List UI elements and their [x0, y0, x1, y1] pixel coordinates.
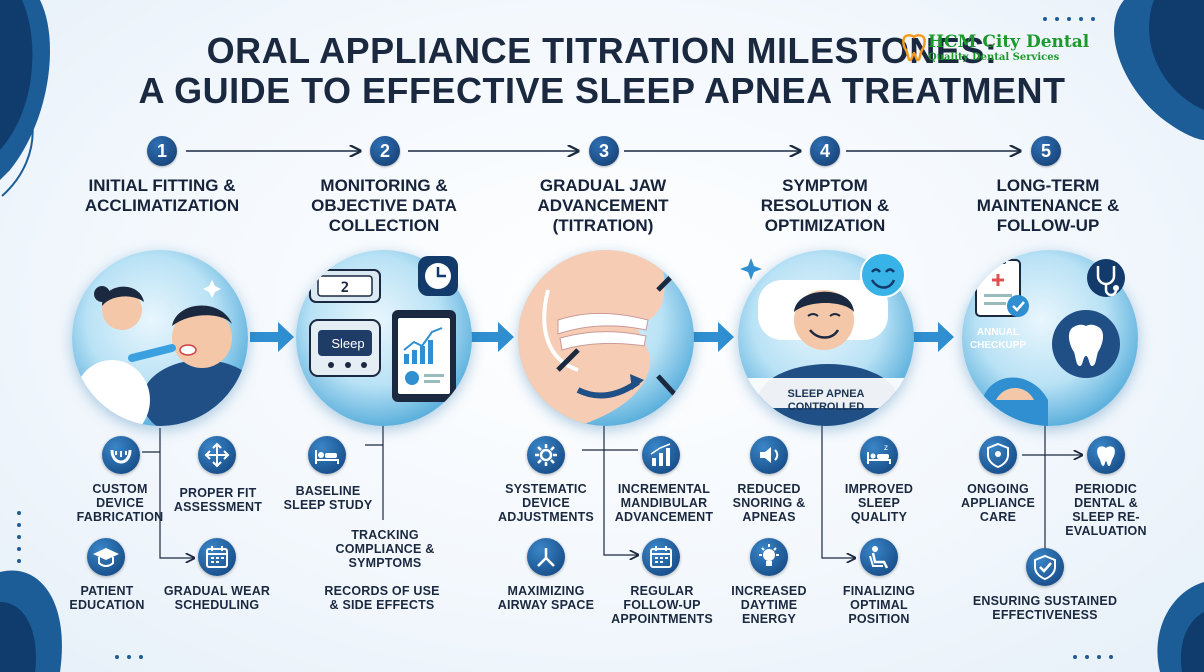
airway-icon	[527, 538, 565, 576]
step5-item-periodic-reevaluation: PERIODIC DENTAL & SLEEP RE-EVALUATION	[1065, 482, 1147, 538]
svg-text:z: z	[884, 443, 888, 452]
speaker-icon	[750, 436, 788, 474]
step5-item-ongoing-care: ONGOING APPLIANCE CARE	[960, 482, 1036, 524]
step5-item-sustained-effectiveness: ENSURING SUSTAINED EFFECTIVENESS	[972, 594, 1118, 622]
smiley-face-icon	[860, 252, 906, 298]
decorative-dots-left	[17, 511, 21, 563]
check-shield-icon	[1026, 548, 1064, 586]
step-title-1: INITIAL FITTING & ACCLIMATIZATION	[84, 176, 240, 215]
step1-item-custom-device: CUSTOM DEVICE FABRICATION	[76, 482, 164, 524]
bar-chart-icon	[642, 436, 680, 474]
step3-item-systematic-adjustments: SYSTEMATIC DEVICE ADJUSTMENTS	[498, 482, 594, 524]
step4-item-increased-energy: INCREASED DAYTIME ENERGY	[731, 584, 807, 626]
step-title-5: LONG-TERM MAINTENANCE & FOLLOW-UP	[976, 176, 1120, 235]
tooth-icon	[1087, 436, 1125, 474]
corner-blob-bottom-left	[0, 570, 62, 672]
logo-tagline: Quality Dental Services	[928, 52, 1060, 63]
step-title-2: MONITORING & OBJECTIVE DATA COLLECTION	[311, 176, 457, 235]
step-image-fitting	[72, 250, 248, 426]
sleep-device-text: Sleep	[331, 336, 364, 351]
step1-item-patient-education: PATIENT EDUCATION	[69, 584, 145, 612]
page-title-line1: ORAL APPLIANCE TITRATION MILESTONES:	[206, 30, 998, 71]
step3-item-regular-followup: REGULAR FOLLOW-UP APPOINTMENTS	[611, 584, 713, 626]
decorative-dots-top	[1043, 17, 1095, 21]
step-image-jaw-advancement	[518, 250, 694, 426]
calendar-icon	[642, 538, 680, 576]
clock-icon	[418, 256, 458, 296]
logo-name: HCM City Dental	[928, 32, 1090, 52]
lightbulb-icon	[750, 538, 788, 576]
step4-item-reduced-snoring: REDUCED SNORING & APNEAS	[732, 482, 806, 524]
annual-checkup-label: ANNUAL CHECKUPP	[969, 327, 1027, 351]
sleep-bed-icon: z	[860, 436, 898, 474]
step-title-4: SYMPTOM RESOLUTION & OPTIMIZATION	[760, 176, 890, 235]
corner-blob-top-left	[0, 0, 50, 197]
tooth-logo-icon	[902, 34, 926, 62]
care-shield-icon	[979, 436, 1017, 474]
process-arrow-3	[690, 322, 734, 352]
step-number-3: 3	[589, 136, 619, 166]
recline-icon	[860, 538, 898, 576]
process-arrow-2	[470, 322, 514, 352]
step-title-3: GRADUAL JAW ADVANCEMENT (TITRATION)	[537, 176, 669, 235]
fit-arrows-icon	[198, 436, 236, 474]
calendar-icon	[198, 538, 236, 576]
graduation-cap-icon	[87, 538, 125, 576]
step-image-symptom-resolution	[738, 250, 914, 426]
clinic-logo: HCM City Dental Quality Dental Services	[902, 32, 1089, 68]
step2-item-baseline-sleep-study: BASELINE SLEEP STUDY	[283, 484, 373, 512]
step4-item-improved-sleep: IMPROVED SLEEP QUALITY	[844, 482, 914, 524]
step-number-4: 4	[810, 136, 840, 166]
step-number-5: 5	[1031, 136, 1061, 166]
corner-blob-bottom-right	[1157, 582, 1204, 672]
step-image-monitoring: 2 Sleep	[296, 250, 472, 426]
stethoscope-icon	[1087, 259, 1125, 297]
step-number-2: 2	[370, 136, 400, 166]
decorative-dots-bottom	[1073, 655, 1113, 659]
gear-icon	[527, 436, 565, 474]
step3-item-maximizing-airway: MAXIMIZING AIRWAY SPACE	[497, 584, 595, 612]
bed-icon	[308, 436, 346, 474]
page-title-line2: A GUIDE TO EFFECTIVE SLEEP APNEA TREATME…	[138, 70, 1066, 111]
decorative-dots-bottom-left	[115, 655, 143, 659]
process-arrow-4	[910, 322, 954, 352]
sparkle-icon	[740, 258, 762, 280]
step2-item-records-of-use: RECORDS OF USE & SIDE EFFECTS	[324, 584, 440, 612]
dental-tray-icon	[102, 436, 140, 474]
step3-item-incremental-advancement: INCREMENTAL MANDIBULAR ADVANCEMENT	[614, 482, 714, 524]
corner-blob-top-right	[1113, 0, 1204, 140]
step1-item-proper-fit: PROPER FIT ASSESSMENT	[173, 486, 263, 514]
step-number-1: 1	[147, 136, 177, 166]
monitor-display-text: 2	[341, 280, 349, 296]
step2-item-tracking-compliance: TRACKING COMPLIANCE & SYMPTOMS	[335, 528, 435, 570]
step4-item-finalizing-position: FINALIZING OPTIMAL POSITION	[842, 584, 916, 626]
sleep-apnea-controlled-label: SLEEP APNEA CONTROLLED	[787, 388, 865, 413]
step1-item-gradual-wear: GRADUAL WEAR SCHEDULING	[163, 584, 271, 612]
process-arrow-1	[250, 322, 294, 352]
